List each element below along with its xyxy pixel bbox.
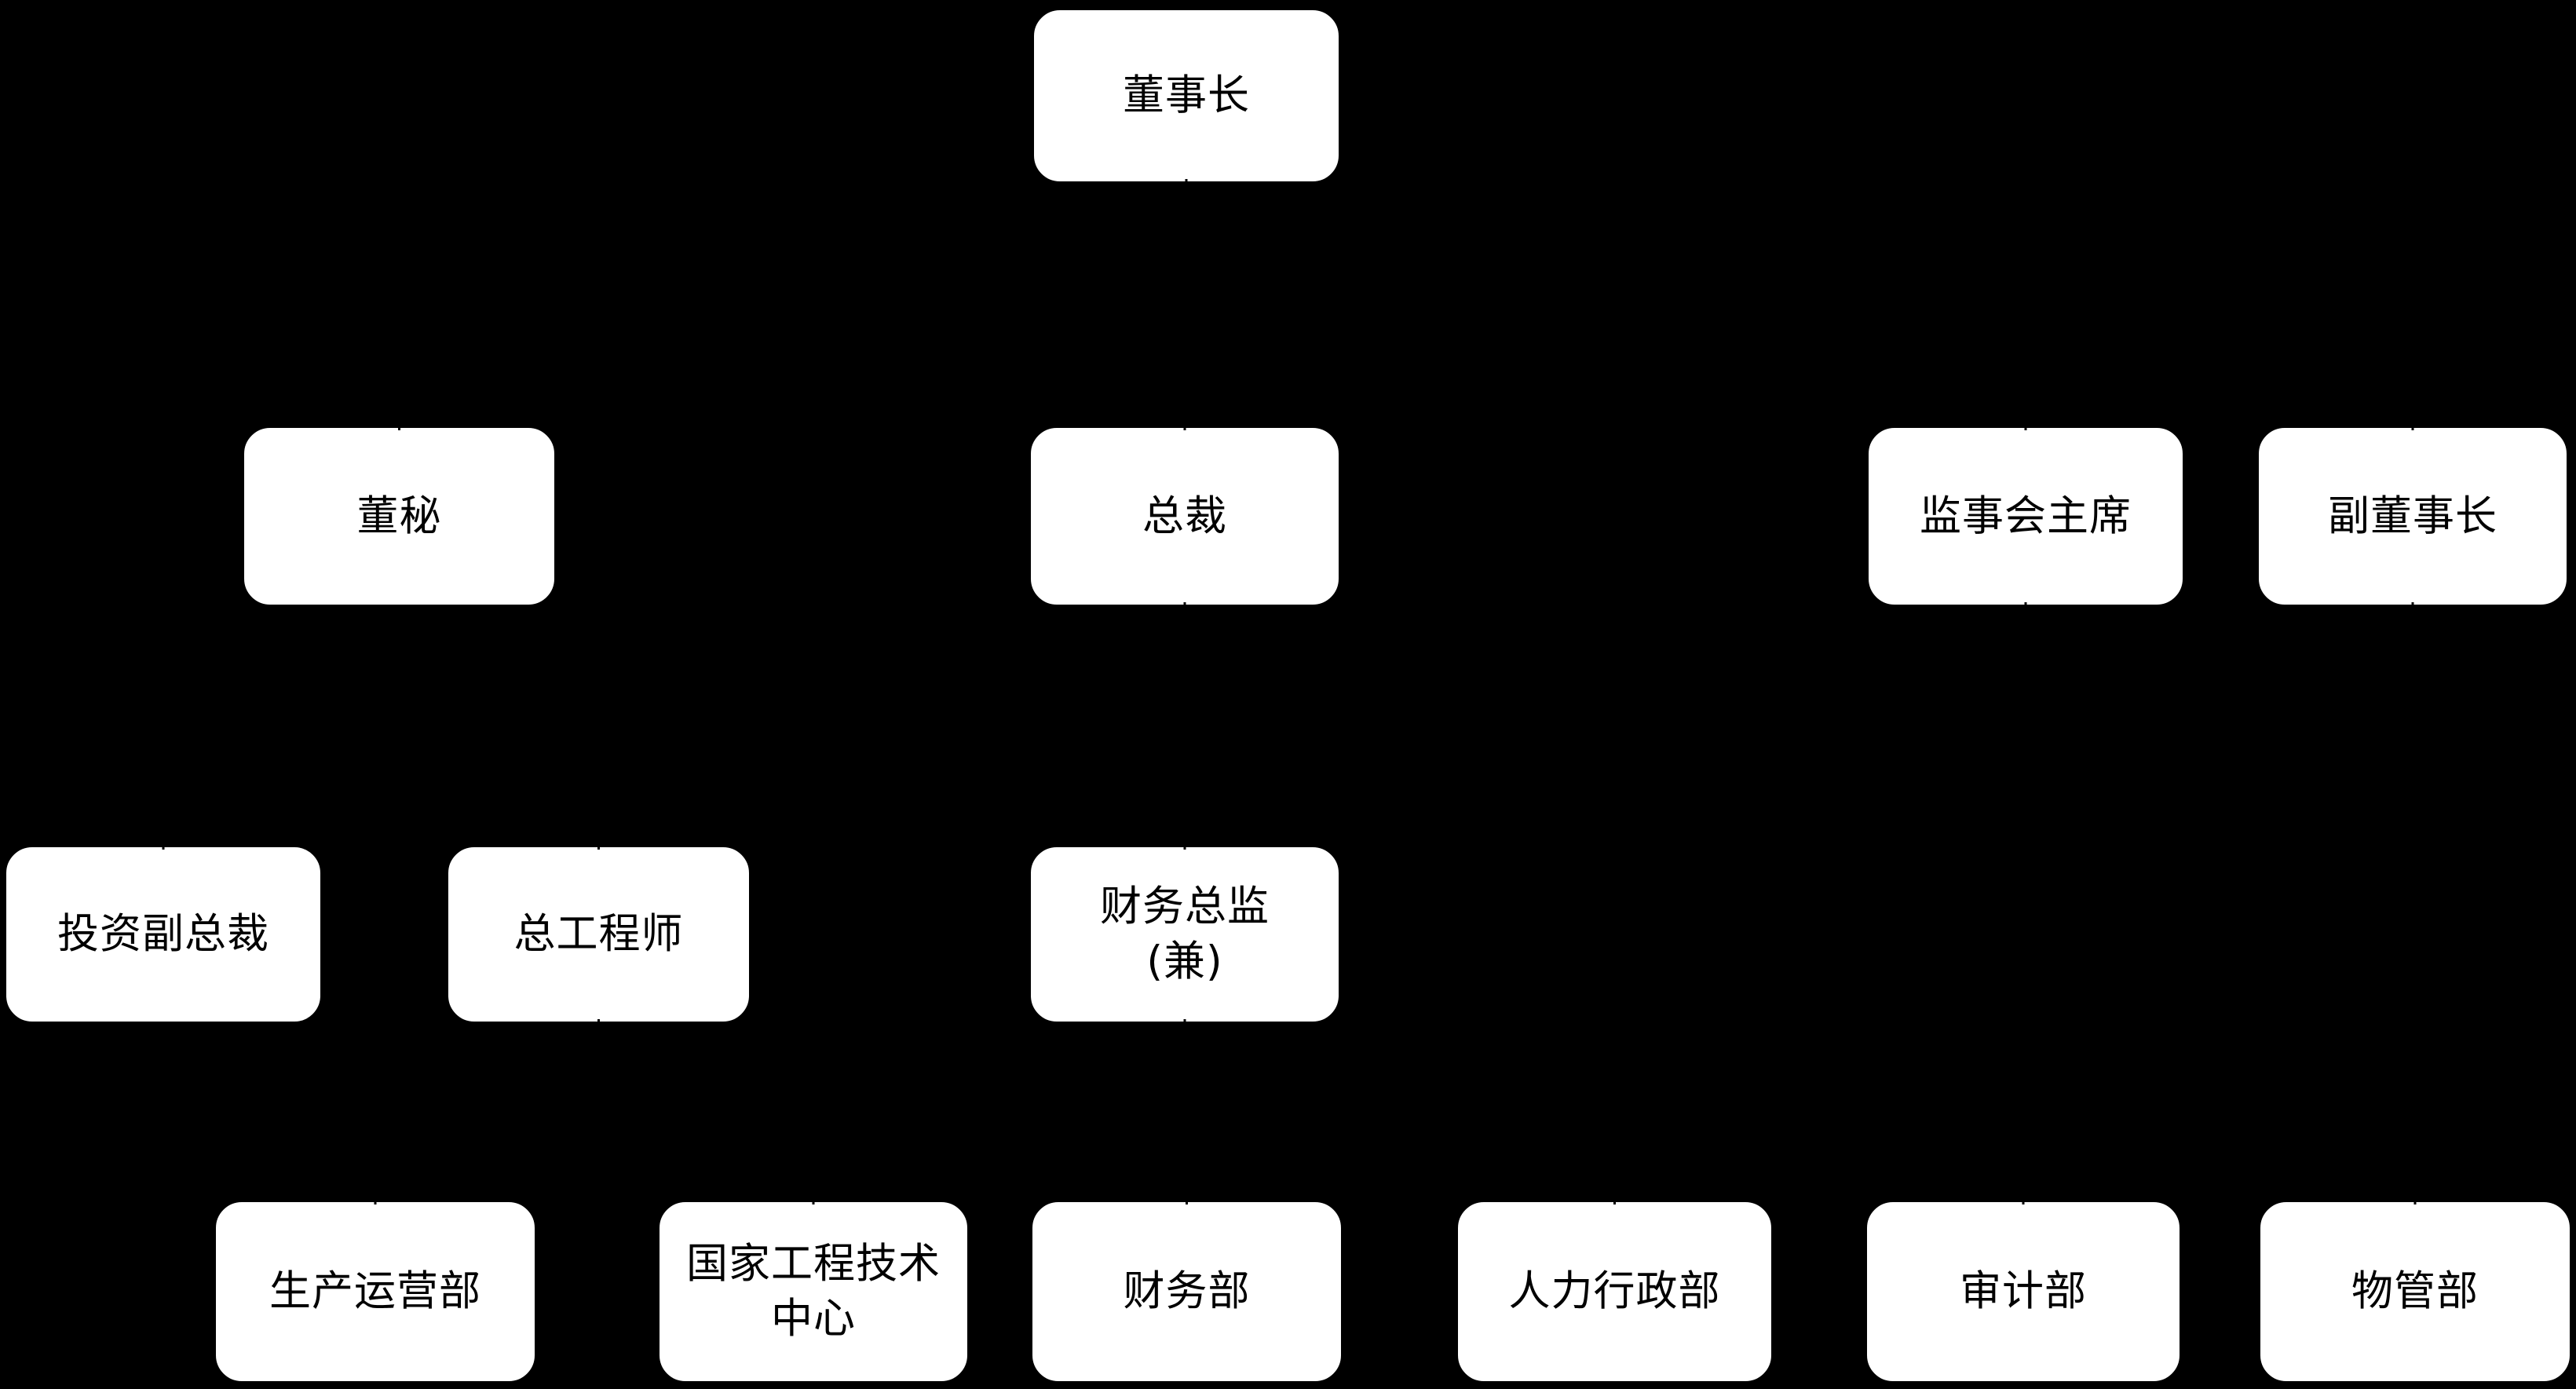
org-node-supervisory-chairman: 监事会主席 <box>1866 426 2185 607</box>
org-node-label: 国家工程技术 中心 <box>686 1240 941 1343</box>
org-node-vice-chairman: 副董事长 <box>2256 426 2569 607</box>
org-node-label: 审计部 <box>1960 1267 2087 1316</box>
org-node-label: 人力行政部 <box>1508 1267 1721 1316</box>
org-node-label: 投资副总裁 <box>57 910 269 959</box>
org-connector-chairman-vice-chairman <box>1185 179 2414 430</box>
org-connector-chairman-president <box>1183 179 1188 430</box>
org-node-label: 监事会主席 <box>1920 492 2132 540</box>
org-node-label: 总工程师 <box>513 910 684 959</box>
org-node-audit-dept: 审计部 <box>1865 1200 2182 1384</box>
org-node-label: 生产运营部 <box>269 1267 481 1316</box>
org-connector-chief-engineer-national-eng-center <box>597 1019 815 1204</box>
org-connector-president-chief-engineer <box>597 602 1186 850</box>
org-connector-cfo-finance-dept <box>1183 1019 1188 1204</box>
org-node-board-secretary: 董秘 <box>242 426 557 607</box>
org-connector-chairman-board-secretary <box>398 179 1188 430</box>
org-connector-supervisory-chairman-audit-dept <box>2022 602 2027 1204</box>
org-node-national-eng-center: 国家工程技术 中心 <box>657 1200 970 1384</box>
org-node-label: 财务部 <box>1123 1267 1251 1316</box>
org-node-label: 副董事长 <box>2328 492 2497 540</box>
org-node-finance-dept: 财务部 <box>1030 1200 1343 1384</box>
org-node-production-ops: 生产运营部 <box>214 1200 537 1384</box>
org-connector-vice-chairman-property-dept <box>2411 602 2417 1204</box>
org-node-label: 财务总监 (兼) <box>1100 883 1270 985</box>
org-node-investment-vp: 投资副总裁 <box>4 845 323 1024</box>
org-node-cfo: 财务总监 (兼) <box>1029 845 1341 1024</box>
org-node-chief-engineer: 总工程师 <box>446 845 751 1024</box>
org-node-property-dept: 物管部 <box>2258 1200 2572 1384</box>
org-connector-president-investment-vp <box>162 602 1186 850</box>
org-connector-chief-engineer-production-ops <box>374 1019 600 1204</box>
org-node-label: 董秘 <box>356 492 442 540</box>
org-connector-chairman-supervisory-chairman <box>1185 179 2027 430</box>
org-node-label: 董事长 <box>1123 71 1250 120</box>
org-node-label: 物管部 <box>2351 1267 2479 1316</box>
org-node-president: 总裁 <box>1029 426 1341 607</box>
org-node-chairman: 董事长 <box>1032 8 1341 184</box>
org-node-label: 总裁 <box>1142 492 1227 540</box>
org-node-hr-admin-dept: 人力行政部 <box>1456 1200 1774 1384</box>
